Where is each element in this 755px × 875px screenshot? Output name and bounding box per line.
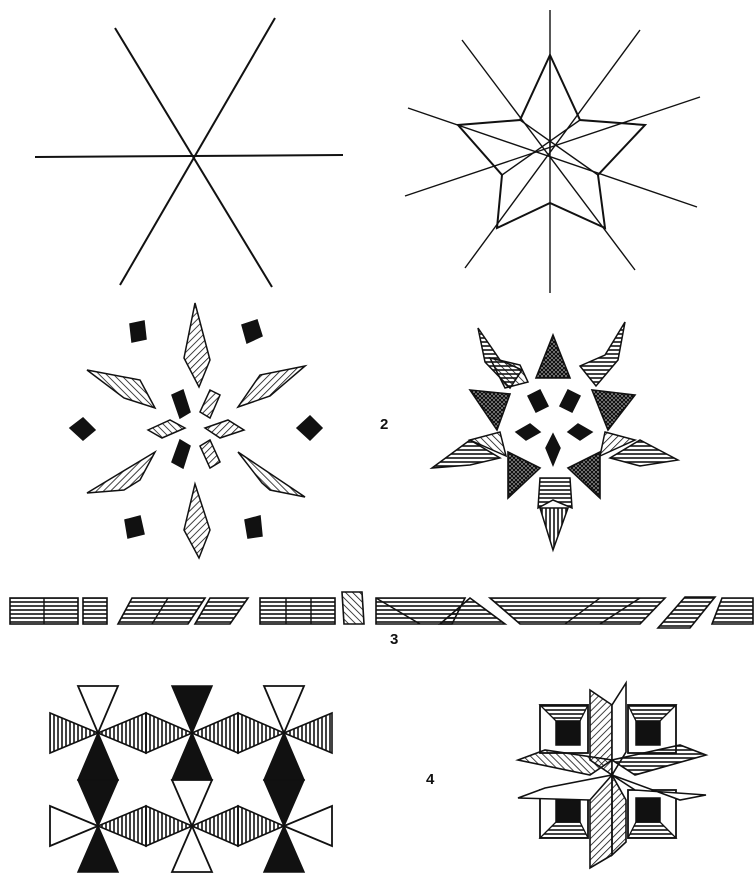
- figure-number-3: 3: [390, 631, 398, 648]
- six-pointed-star-construction: [405, 10, 700, 293]
- bowtie-lattice: [50, 686, 332, 872]
- figure-number-2: 2: [380, 416, 388, 433]
- border-strip: [10, 592, 753, 628]
- six-ray-construction: [35, 18, 343, 287]
- figure-number-4: 4: [426, 771, 435, 788]
- chevron-star: [432, 322, 678, 550]
- interlaced-star: [518, 683, 706, 868]
- hatched-snowflake-star: [70, 303, 322, 558]
